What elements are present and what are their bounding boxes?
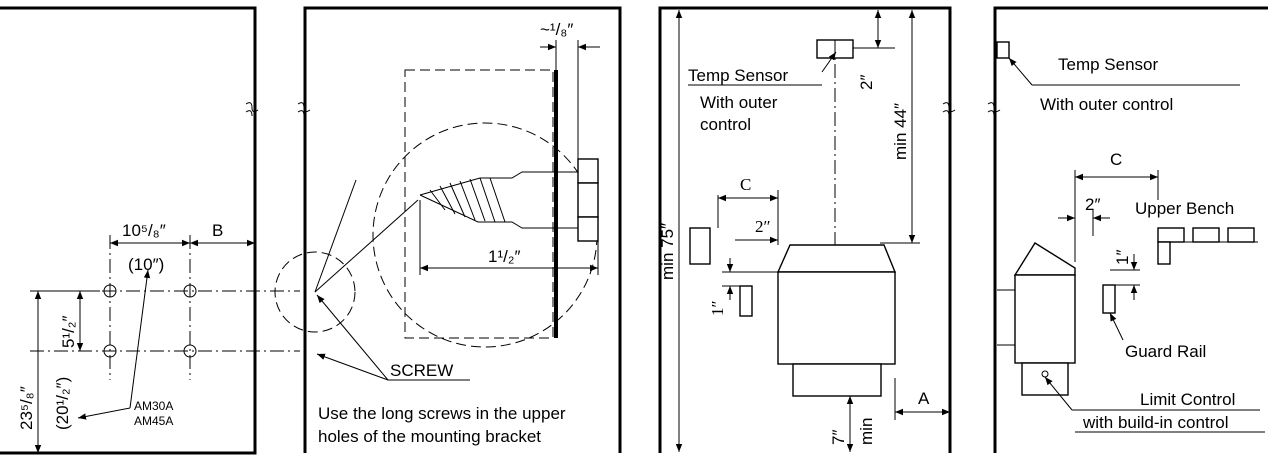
- dim-rail-label: 1″: [708, 300, 727, 316]
- bench-frame: [1157, 241, 1171, 265]
- panel-wall-mount-holes: 10⁵/₈″ (10″) B 23⁵/₈″ (20¹/₂″) 5¹/₂″ AM3…: [0, 6, 300, 455]
- panel3-wall-outline: [658, 6, 952, 453]
- wall-break-mark: [245, 102, 259, 117]
- dim-gap-label: ~¹/₈″: [540, 20, 573, 39]
- panel-bracket-detail: ~¹/₈″ 1¹/₂″ SCREW Use the long screws in…: [274, 6, 622, 453]
- limit-sub-label: with build-in control: [1082, 413, 1229, 432]
- screw-body: [419, 171, 578, 229]
- heater-body: [777, 271, 896, 365]
- detail-connector: [314, 179, 357, 293]
- bracket-outline: [404, 69, 554, 339]
- dim-rail-label: 1″: [1113, 250, 1132, 265]
- dim-a-label: A: [918, 389, 930, 408]
- screw-label: SCREW: [390, 361, 453, 380]
- bench-label: Upper Bench: [1135, 199, 1234, 218]
- mount-hole: [103, 344, 117, 358]
- dim-depth-label: 1¹/₂″: [488, 247, 520, 266]
- limit-label: Limit Control: [1140, 390, 1235, 409]
- screw-head: [577, 216, 599, 242]
- panel1-wall-outline: [0, 6, 257, 455]
- heater-top: [776, 244, 897, 273]
- dim-c-label: C: [1110, 150, 1122, 169]
- guard-rail: [1102, 284, 1116, 314]
- bench-board: [1157, 227, 1185, 243]
- model-label-am45a: AM45A: [134, 414, 173, 428]
- heater-side-top: [1013, 242, 1076, 276]
- rail-leader: [1109, 312, 1124, 341]
- limit-leader: [1044, 376, 1073, 411]
- sensor-leader: [821, 51, 837, 73]
- dim-b-label: B: [212, 221, 223, 240]
- model-leader: [77, 407, 131, 420]
- dim-floor-label: 7″: [829, 430, 848, 445]
- guard-rail: [739, 285, 753, 317]
- model-leader: [129, 269, 151, 409]
- mount-hole: [183, 284, 197, 298]
- sensor-sub-label-1: With outer: [700, 93, 778, 112]
- dim-hole-spacing-label: 5¹/₂″: [59, 316, 78, 348]
- panel2-wall-outline: [303, 6, 622, 453]
- dim-c-label: C: [740, 175, 751, 194]
- dim-width-label: 10⁵/₈″: [122, 221, 166, 240]
- detail-connector: [314, 199, 419, 293]
- sensor-sub-label-2: control: [700, 115, 751, 134]
- mount-hole: [103, 284, 117, 298]
- panel-guard-rail-clearances: Temp Sensor With outer control C 2″ Uppe…: [987, 6, 1268, 453]
- model-label-am30a: AM30A: [134, 399, 173, 413]
- temp-sensor: [996, 41, 1010, 59]
- dim-height-label: 23⁵/₈″: [17, 386, 36, 430]
- dim-floor-min-label: min: [857, 418, 876, 445]
- bench-board: [689, 227, 711, 265]
- sensor-leader: [1008, 57, 1033, 86]
- rail-label: Guard Rail: [1125, 342, 1206, 361]
- panel4-wall-outline: [993, 6, 1268, 453]
- wall-break-mark: [987, 102, 1001, 117]
- note-line-2: holes of the mounting bracket: [318, 427, 541, 446]
- screw-head: [577, 158, 599, 184]
- wall-break-mark: [297, 102, 311, 117]
- heater-base: [792, 363, 882, 397]
- panel-heater-clearances: Temp Sensor With outer control 2″ min 44…: [658, 6, 956, 453]
- sensor-label: Temp Sensor: [688, 66, 788, 85]
- screw-thread: [429, 177, 506, 223]
- dim-min44-label: min 44″: [891, 103, 910, 160]
- note-line-1: Use the long screws in the upper: [318, 404, 566, 423]
- wall-break-mark: [942, 102, 956, 117]
- dim-min75-label: min 75″: [658, 223, 677, 280]
- dim-gap-label: 2″: [1085, 195, 1100, 214]
- dim-bench-gap-label: 2″: [755, 217, 771, 236]
- dim-height-alt-label: (20¹/₂″): [53, 377, 72, 430]
- sensor-label: Temp Sensor: [1058, 55, 1158, 74]
- sensor-sub-label: With outer control: [1040, 95, 1173, 114]
- screw-leader: [316, 353, 389, 381]
- heater-side-base: [1021, 362, 1069, 396]
- detail-magnified-circle: [372, 122, 598, 348]
- mount-hole: [183, 344, 197, 358]
- dim-sensor-drop-label: 2″: [857, 75, 876, 90]
- dim-width-alt-label: (10″): [128, 255, 164, 274]
- bench-board: [1192, 227, 1220, 243]
- detail-callout-circle: [274, 251, 356, 333]
- bench-board: [1227, 227, 1255, 243]
- heater-side-body: [1014, 274, 1076, 364]
- screw-leader: [316, 294, 389, 381]
- screw-head: [577, 182, 599, 218]
